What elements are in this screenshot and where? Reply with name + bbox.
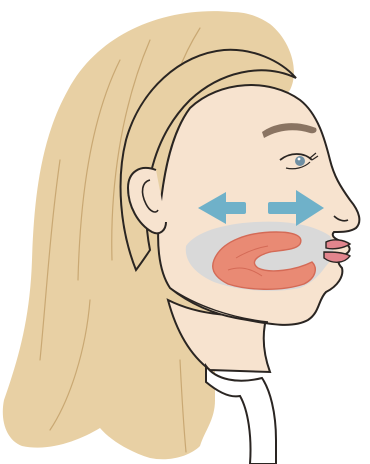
shirt-collar: [206, 366, 276, 464]
